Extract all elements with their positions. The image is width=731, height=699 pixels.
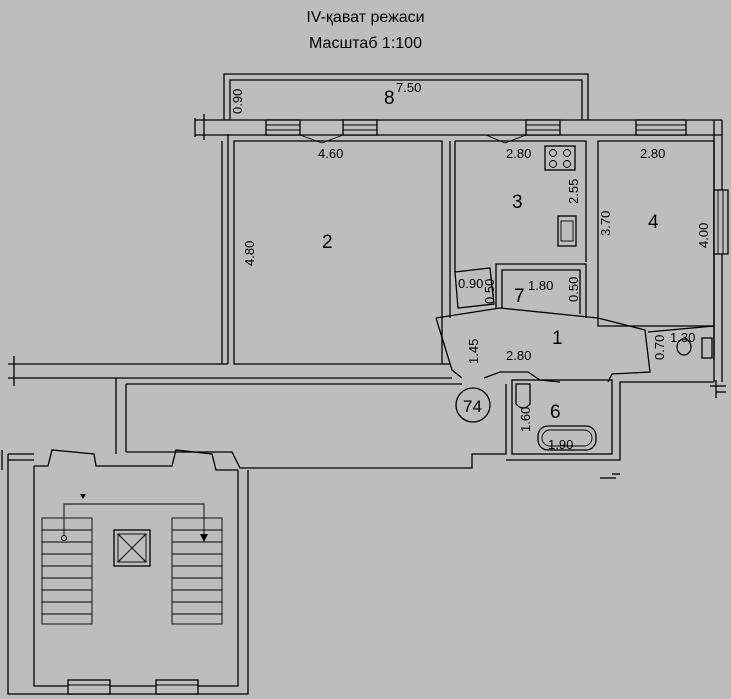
dim-room3-depth: 2.55 [566,179,581,204]
room-label-4: 4 [648,212,659,233]
dim-balcony-length: 7.50 [396,80,421,95]
dim-bath-length: 1.90 [548,437,573,452]
dim-wc-depth: 0.70 [652,335,667,360]
wc-outline [647,325,715,360]
room-2-outline [233,140,443,365]
stair-flight-left [41,517,93,625]
room-label-7: 7 [514,286,525,307]
dim-hall-depth: 1.45 [466,339,481,364]
dim-closet-width: 1.80 [528,278,553,293]
stair-flight-right [171,517,223,625]
balcony [223,73,589,120]
room-label-2: 2 [322,232,333,253]
closet-outline [454,263,587,318]
dim-room4-depth-right: 4.00 [696,223,711,248]
dim-bath-depth: 1.60 [518,407,533,432]
dim-closet-side: 0.90 [458,276,483,291]
elevator-shaft-icon [113,529,151,567]
apartment-number-circle [455,387,491,423]
dim-room4-depth-left: 3.70 [598,211,613,236]
dim-room3-width: 2.80 [506,146,531,161]
dim-wc-width: 1.30 [670,330,695,345]
dim-balcony-depth: 0.90 [230,89,245,114]
room-label-8: 8 [384,88,395,109]
room-label-1: 1 [552,328,563,349]
top-wall [194,114,722,144]
stairwell [1,449,249,695]
bathroom-outline [511,379,613,455]
corridor-walls [8,134,714,479]
room-3-outline [455,140,587,262]
dim-closet-depth-right: 0.50 [566,277,581,302]
stove-icon [544,145,576,171]
room-label-6: 6 [550,402,561,423]
dim-closet-depth-left: 0.50 [482,279,497,304]
dim-room2-width: 4.60 [318,146,343,161]
right-wall [710,120,729,398]
dim-hall-width: 2.80 [506,348,531,363]
dim-room4-width: 2.80 [640,146,665,161]
dim-room2-depth: 4.80 [242,241,257,266]
room-label-3: 3 [512,192,523,213]
apartment-number: 74 [463,397,482,416]
stair-direction-arrow-icon [61,494,208,542]
plan-scale: Масштаб 1:100 [309,35,422,52]
sink-icon [557,215,577,247]
plan-title: IV-қават режаси [306,9,425,26]
hall-outline [435,307,651,383]
